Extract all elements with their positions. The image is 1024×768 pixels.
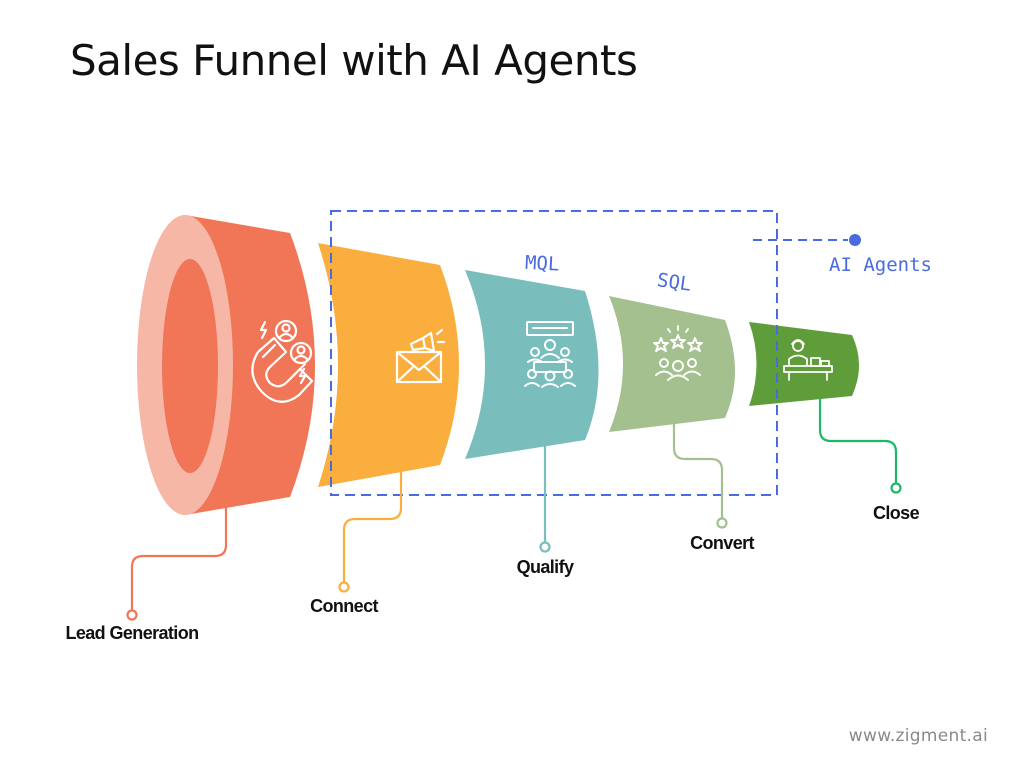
connector-dot-connect: [338, 581, 350, 593]
stage-label-convert: Convert: [690, 533, 754, 553]
stage-label-lead-generation: Lead Generation: [65, 623, 198, 643]
funnel-segment-convert: [609, 296, 735, 432]
footer-url: www.zigment.ai: [848, 726, 988, 746]
page-title: Sales Funnel with AI Agents: [70, 36, 638, 85]
ai-agents-pointer-dot: [849, 234, 861, 246]
megaphone-envelope-icon: [395, 328, 446, 384]
connector-dot-lead-generation: [126, 609, 138, 621]
magnet-people-icon: [251, 319, 314, 403]
connector-dot-qualify: [539, 541, 551, 553]
meeting-presentation-icon: [524, 321, 576, 388]
funnel-segment-lead-generation: [137, 215, 315, 515]
ai-agents-label: AI Agents: [829, 254, 932, 276]
connector-dot-close: [890, 482, 902, 494]
funnel-segment-close: [749, 322, 859, 406]
mql-tag: MQL: [524, 252, 559, 276]
connector-lead-generation: [130, 498, 228, 613]
connector-dot-convert: [716, 517, 728, 529]
stage-label-close: Close: [873, 503, 920, 523]
connector-close: [818, 396, 898, 486]
connector-connect: [342, 468, 403, 585]
ai-agents-boundary-box: [330, 210, 778, 496]
stage-label-connect: Connect: [310, 596, 378, 616]
funnel-segment-connect: [318, 243, 459, 487]
stars-group-icon: [653, 325, 703, 381]
salesperson-counter-icon: [783, 339, 833, 381]
stage-label-qualify: Qualify: [517, 557, 574, 577]
connector-convert: [672, 418, 724, 521]
sql-tag: SQL: [656, 269, 693, 296]
funnel-segment-qualify: [465, 270, 599, 459]
